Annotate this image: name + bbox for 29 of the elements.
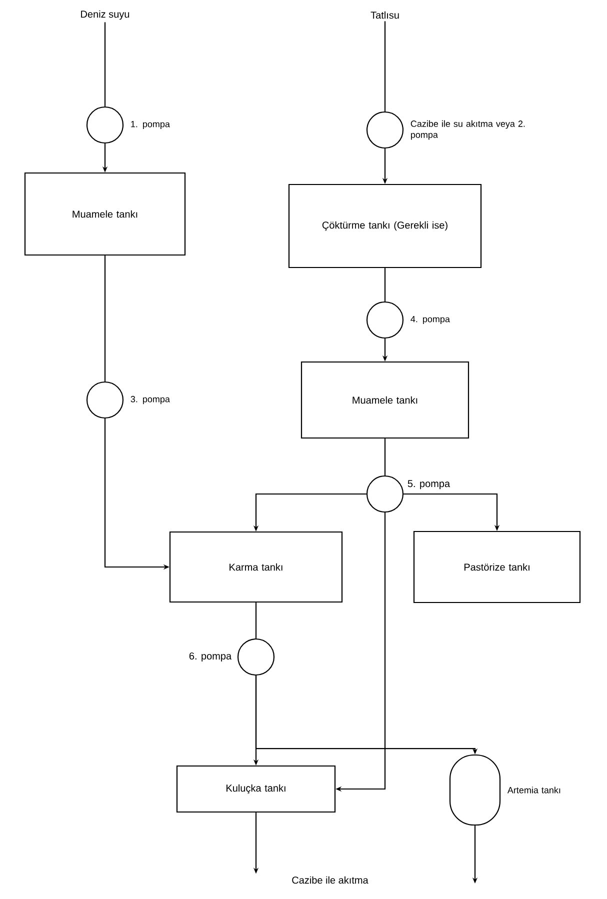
pump-circle [86,106,124,144]
flow-label: Tatlısu [370,11,399,19]
pump-label: 5. pompa [408,480,450,490]
pump-label: 4. pompa [410,316,450,324]
tank-box: Muamele tankı [24,172,186,256]
tank-box: Muamele tankı [300,361,470,439]
flow-line [384,268,386,302]
pump-label: Artemia tankı [507,786,560,794]
flow-line [104,22,106,106]
tank-box: Karma tankı [169,531,343,603]
pump-label: 6. pompa [189,652,232,662]
flow-label: Deniz suyu [81,10,130,20]
pump-label: Cazibe ile su akıtma veya 2. pompa [410,120,525,140]
tank-box: Pastörize tankı [413,530,581,604]
tank-vessel [449,754,501,826]
flow-line [384,21,386,112]
flow-line [255,602,257,638]
flow-line [104,256,106,382]
pump-circle [366,111,404,149]
pump-circle [366,301,404,339]
pump-label: 1. pompa [131,120,170,130]
tank-box: Çöktürme tankı (Gerekli ise) [288,184,482,268]
flow-label: Cazibe ile akıtma [292,876,368,884]
flow-line [384,438,386,476]
pump-circle [366,475,404,513]
pump-circle [86,381,124,419]
tank-box: Kuluçka tankı [176,765,336,813]
pump-label: 3. pompa [130,396,170,404]
pump-circle [237,638,275,676]
